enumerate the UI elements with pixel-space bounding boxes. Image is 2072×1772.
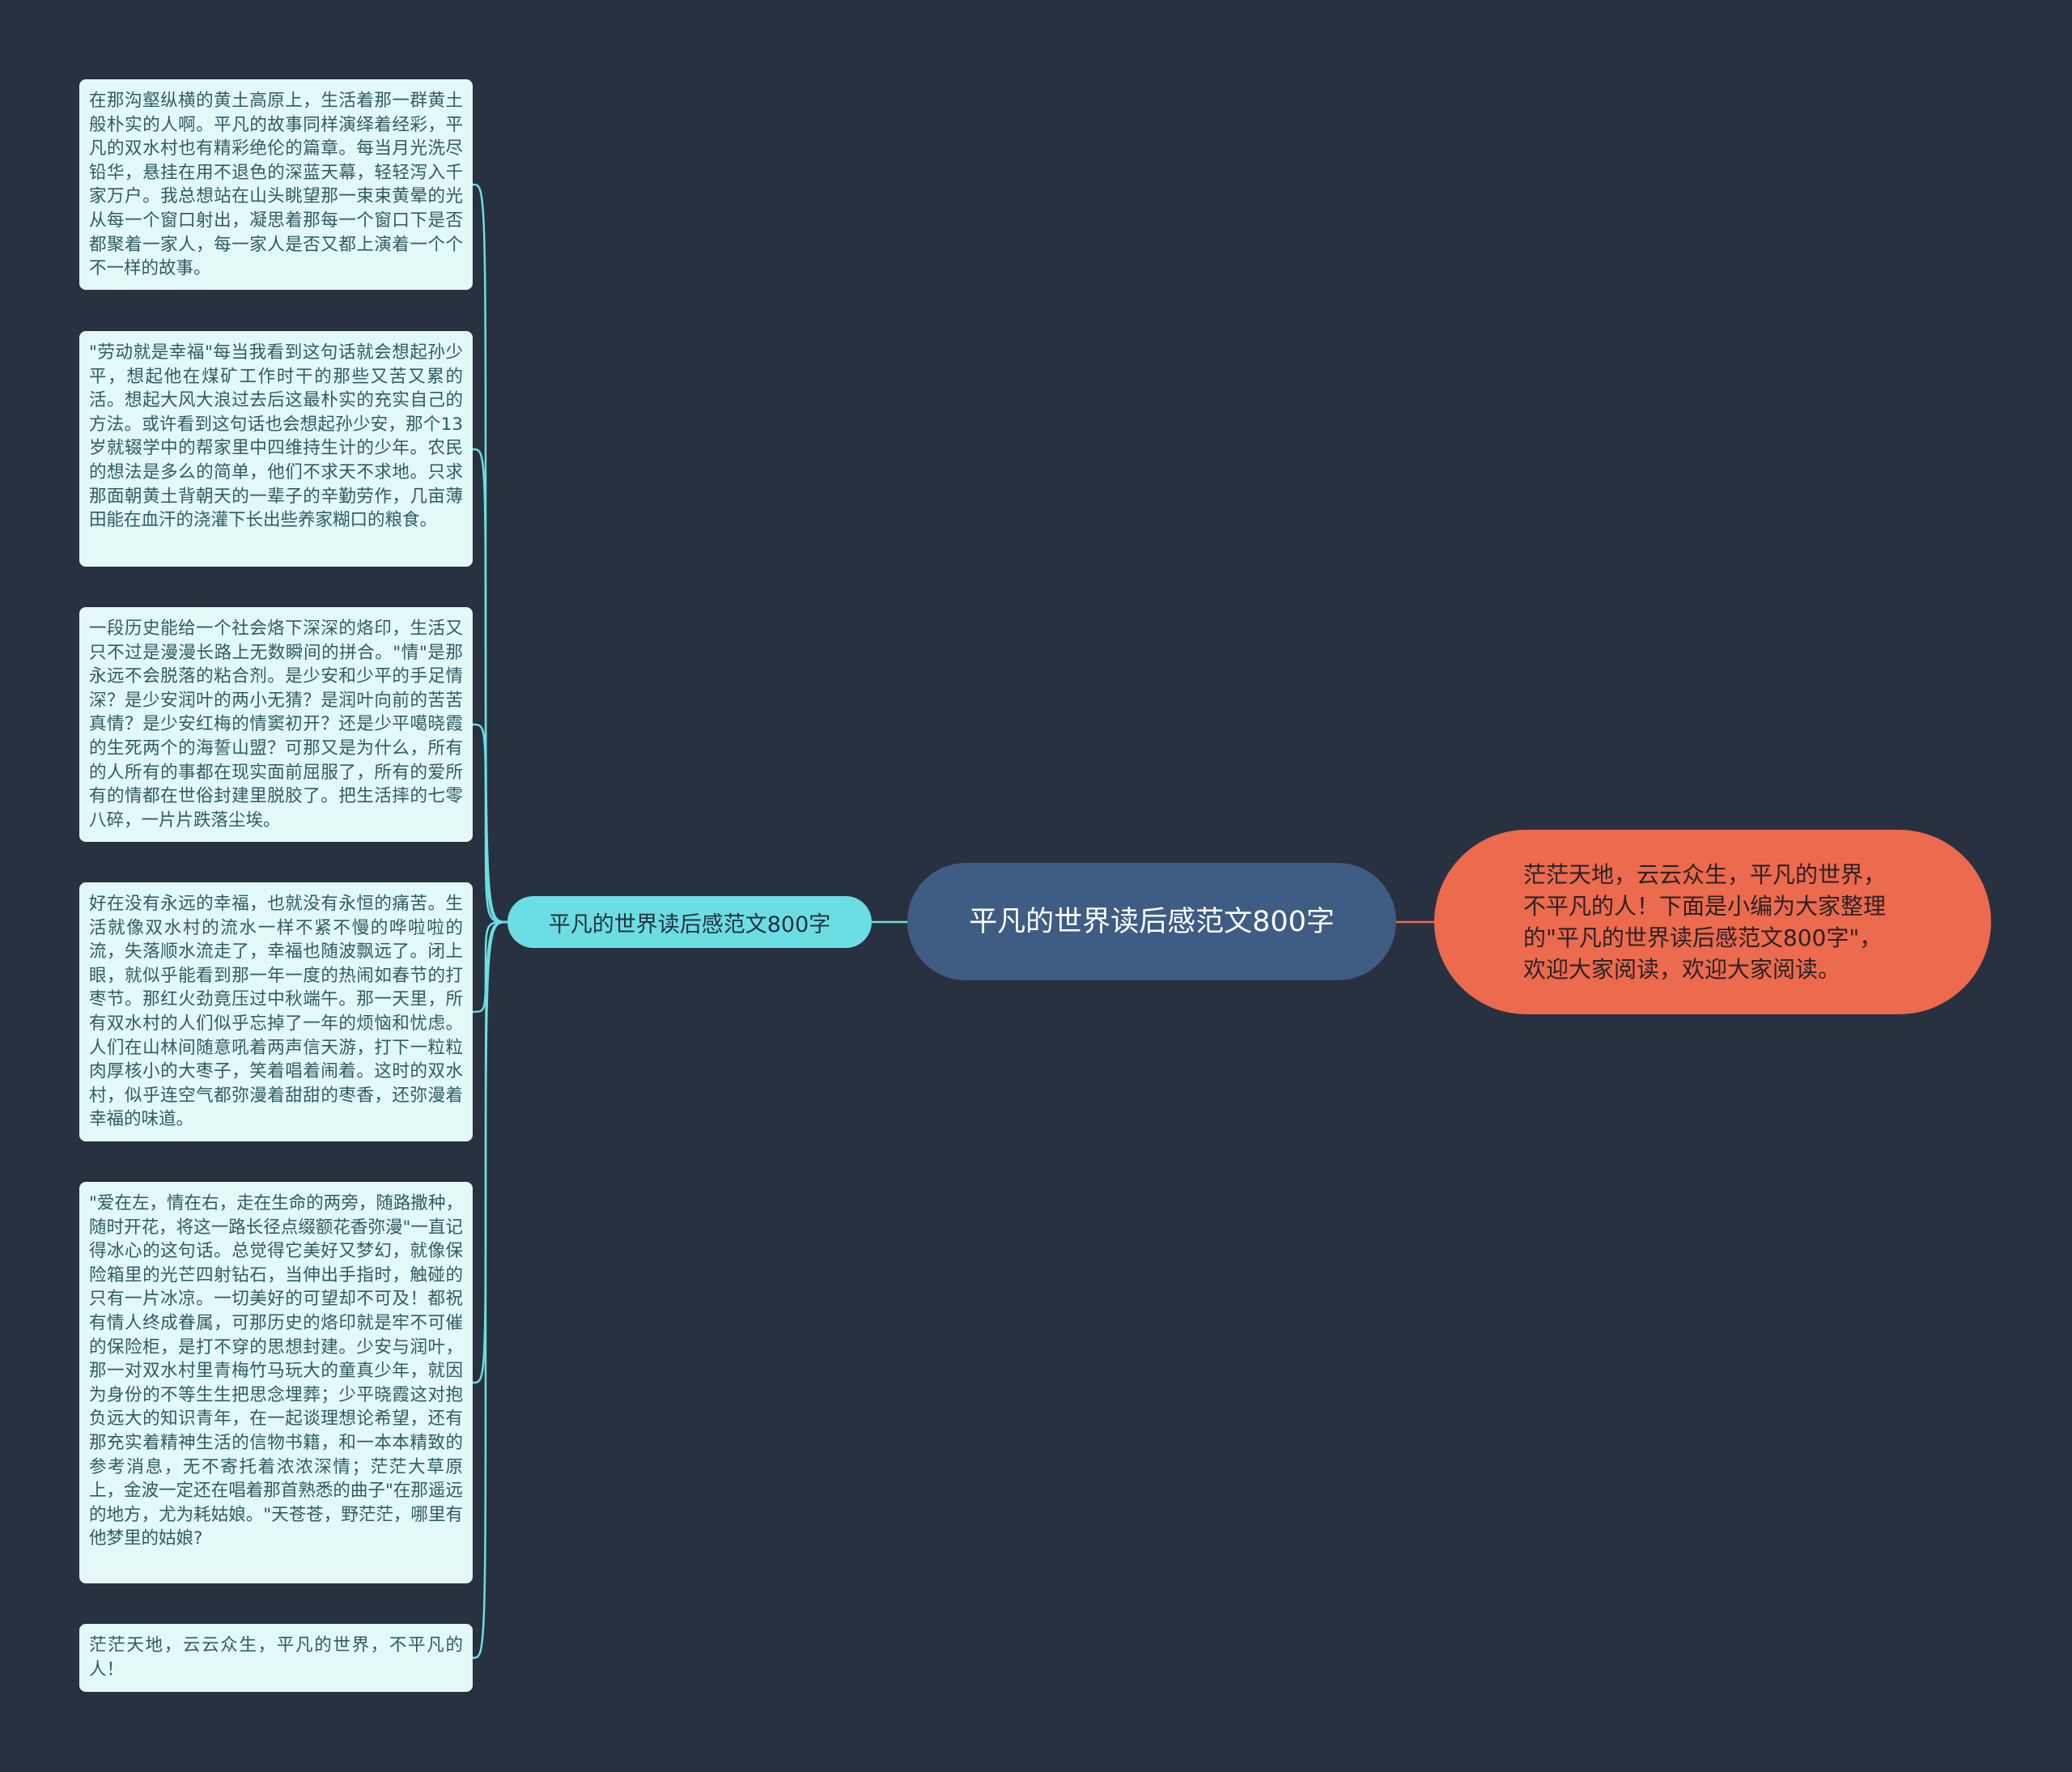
summary-node[interactable]: 茫茫天地，云云众生，平凡的世界，不平凡的人！下面是小编为大家整理的"平凡的世界读…	[1434, 830, 1991, 1014]
summary-text: 茫茫天地，云云众生，平凡的世界，不平凡的人！下面是小编为大家整理的"平凡的世界读…	[1523, 861, 1887, 983]
leaf-node[interactable]: 茫茫天地，云云众生，平凡的世界，不平凡的人！	[79, 1624, 473, 1692]
leaf-text: 好在没有永远的幸福，也就没有永恒的痛苦。生活就像双水村的流水一样不紧不慢的哗啦啦…	[89, 894, 463, 1130]
leaf-node[interactable]: "爱在左，情在右，走在生命的两旁，随路撒种，随时开花，将这一路长径点缀额花香弥漫…	[79, 1182, 473, 1583]
link-branch-to-leaf-5	[472, 920, 508, 1659]
link-branch-to-leaf-0	[472, 183, 508, 924]
leaf-text: 在那沟壑纵横的黄土高原上，生活着那一群黄土般朴实的人啊。平凡的故事同样演绎着经彩…	[89, 91, 463, 279]
link-branch-to-leaf-4	[472, 920, 508, 1384]
branch-label: 平凡的世界读后感范文800字	[548, 911, 831, 937]
leaf-node[interactable]: 一段历史能给一个社会烙下深深的烙印，生活又只不过是漫漫长路上无数瞬间的拼合。"情…	[79, 607, 473, 842]
leaf-text: 一段历史能给一个社会烙下深深的烙印，生活又只不过是漫漫长路上无数瞬间的拼合。"情…	[89, 618, 463, 831]
leaf-text: "劳动就是幸福"每当我看到这句话就会想起孙少平，想起他在煤矿工作时干的那些又苦又…	[89, 342, 463, 531]
link-branch-to-leaf-1	[472, 448, 508, 924]
central-topic-label: 平凡的世界读后感范文800字	[969, 905, 1335, 938]
link-branch-to-leaf-3	[472, 920, 508, 1013]
leaf-node[interactable]: 在那沟壑纵横的黄土高原上，生活着那一群黄土般朴实的人啊。平凡的故事同样演绎着经彩…	[79, 79, 473, 290]
central-topic[interactable]: 平凡的世界读后感范文800字	[907, 863, 1396, 980]
leaf-node[interactable]: "劳动就是幸福"每当我看到这句话就会想起孙少平，想起他在煤矿工作时干的那些又苦又…	[79, 331, 473, 567]
link-branch-to-leaf-2	[472, 723, 508, 924]
leaf-node[interactable]: 好在没有永远的幸福，也就没有永恒的痛苦。生活就像双水村的流水一样不紧不慢的哗啦啦…	[79, 882, 473, 1141]
branch-node[interactable]: 平凡的世界读后感范文800字	[507, 896, 872, 948]
leaf-text: "爱在左，情在右，走在生命的两旁，随路撒种，随时开花，将这一路长径点缀额花香弥漫…	[89, 1193, 463, 1549]
leaf-text: 茫茫天地，云云众生，平凡的世界，不平凡的人！	[89, 1635, 463, 1680]
